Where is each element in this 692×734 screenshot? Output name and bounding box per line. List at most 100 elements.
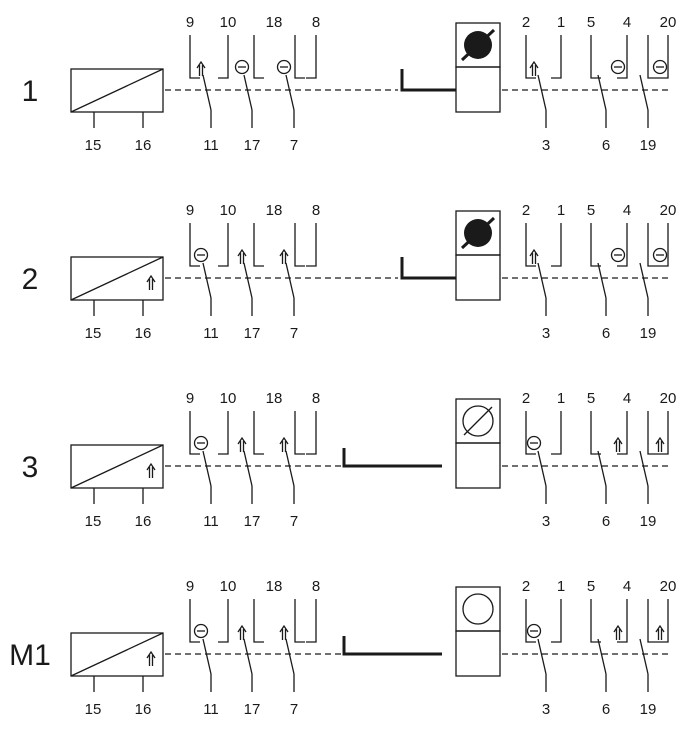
coil-diagonal [70, 632, 164, 677]
contact-frame-right [551, 223, 562, 267]
terminal-label: 11 [203, 137, 219, 154]
terminal-label: 15 [85, 513, 102, 530]
contact-frame-left [294, 35, 305, 79]
contact-frame-right [551, 599, 562, 643]
arrow-head [279, 436, 289, 445]
actuator [400, 210, 501, 301]
terminal-label: 9 [186, 202, 194, 219]
ring-circle [652, 59, 668, 75]
terminal-label: 18 [266, 390, 283, 407]
coil-box [70, 632, 164, 677]
ring-contact-icon [652, 247, 668, 263]
arrow-contact-icon [279, 624, 289, 640]
arrow-contact-icon [146, 462, 156, 478]
terminal-label: 3 [542, 513, 550, 530]
arrow-head [529, 60, 539, 69]
actuator-lever [342, 636, 442, 656]
terminal-label: 1 [557, 390, 565, 407]
actuator-lever [400, 69, 456, 92]
terminal-label: 9 [186, 578, 194, 595]
circle [462, 405, 494, 437]
terminal-label: 3 [542, 325, 550, 342]
terminal-label: 7 [290, 701, 298, 718]
actuator-window-lower [455, 442, 501, 489]
arrow-head [613, 436, 623, 445]
contact-blade [243, 262, 253, 299]
contact-frame-left [525, 223, 536, 267]
contact-blade [597, 638, 607, 675]
ring-contact-icon [652, 59, 668, 75]
arrow-contact-icon [655, 624, 665, 640]
contact-frame-right [617, 35, 628, 79]
ring-circle [526, 435, 542, 451]
contact-frame-right [218, 223, 229, 267]
contact-frame-left [189, 599, 200, 643]
contact-frame-left [294, 223, 305, 267]
terminal-label: 20 [660, 14, 677, 31]
contact-blade [597, 450, 607, 487]
contact-frame-left [590, 599, 601, 643]
terminal-label: 17 [244, 513, 261, 530]
contact-frame-left [525, 599, 536, 643]
contact-blade [285, 74, 295, 111]
contact-blade [243, 450, 253, 487]
arrow-head [529, 248, 539, 257]
terminal-label: 1 [557, 14, 565, 31]
terminal-label: 8 [312, 202, 320, 219]
ring-circle [193, 247, 209, 263]
terminal-label: 10 [220, 390, 237, 407]
ring-circle [193, 623, 209, 639]
contact-frame-left [294, 599, 305, 643]
row-label: 3 [22, 451, 39, 484]
arrow-head [237, 624, 247, 633]
contact-frame-left [525, 35, 536, 79]
arrow-head [655, 624, 665, 633]
actuator [342, 586, 501, 677]
terminal-label: 2 [522, 390, 530, 407]
contact-frame-right [218, 411, 229, 455]
terminal-label: 15 [85, 325, 102, 342]
actuator-lever [342, 448, 442, 468]
coil-diagonal [70, 68, 164, 113]
actuator-window-lower [455, 630, 501, 677]
terminal-label: 5 [587, 202, 595, 219]
terminal-label: 1 [557, 578, 565, 595]
arrow-contact-icon [613, 624, 623, 640]
actuator [400, 22, 501, 113]
terminal-label: 6 [602, 325, 610, 342]
arrow-contact-icon [279, 436, 289, 452]
terminal-label: 4 [623, 578, 631, 595]
terminal-label: 5 [587, 14, 595, 31]
coil-diagonal [70, 256, 164, 301]
terminal-label: 18 [266, 202, 283, 219]
terminal-label: 20 [660, 390, 677, 407]
terminal-label: 5 [587, 578, 595, 595]
contact-frame-right [658, 223, 669, 267]
slashed-circle-icon [462, 405, 494, 437]
terminal-label: 8 [312, 390, 320, 407]
actuator-window-lower [455, 66, 501, 113]
contact-frame-right [551, 35, 562, 79]
contact-frame-left [253, 599, 264, 643]
contact-frame-left [189, 35, 200, 79]
disc-pointer [460, 28, 496, 62]
contact-frame-left [253, 411, 264, 455]
contact-blade [285, 450, 295, 487]
contact-frame-right [306, 411, 317, 455]
contact-frame-left [294, 411, 305, 455]
terminal-label: 2 [522, 578, 530, 595]
arrow-contact-icon [613, 436, 623, 452]
contact-frame-right [658, 599, 669, 643]
terminal-label: 7 [290, 513, 298, 530]
ring-contact-icon [193, 247, 209, 263]
contact-frame-left [189, 223, 200, 267]
contact-frame-left [647, 35, 658, 79]
terminal-label: 16 [135, 513, 152, 530]
